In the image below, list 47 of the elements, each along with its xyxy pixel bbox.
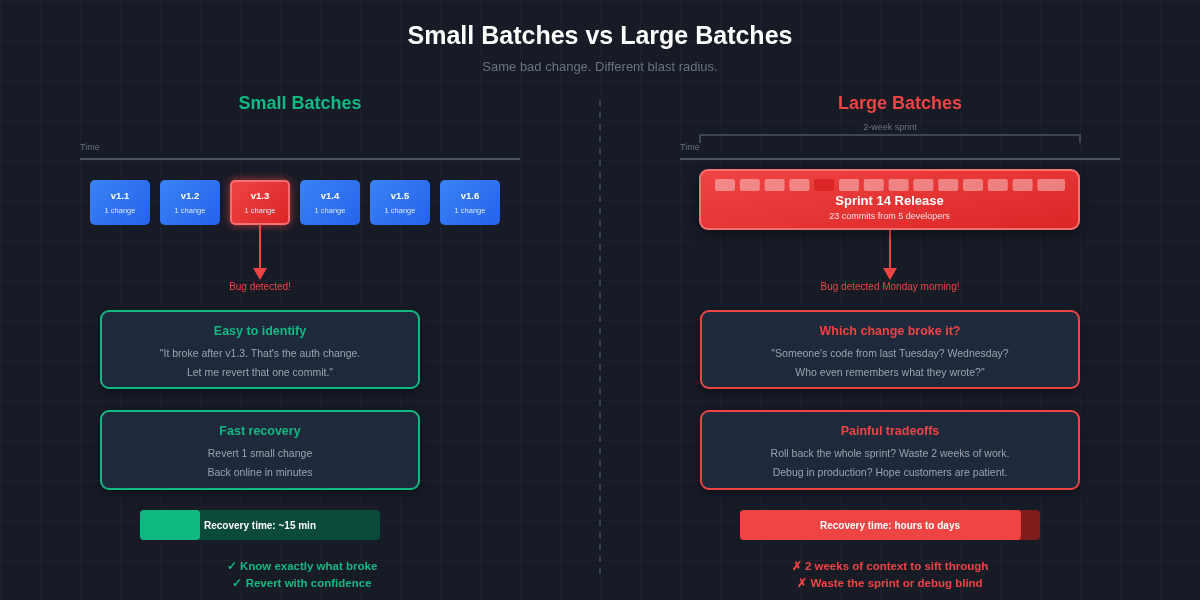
info-card xyxy=(100,310,420,389)
version-label: v1.2 xyxy=(180,189,200,202)
progress-bar xyxy=(140,510,380,540)
benefit-item: ✓ Know exactly what broke xyxy=(226,558,378,574)
drawback-item: ✗ Waste the sprint or debug blind xyxy=(797,575,983,591)
recovery-time-label: Recovery time: ~15 min xyxy=(204,518,316,532)
drawback-item: ✗ 2 weeks of context to sift through xyxy=(791,558,989,574)
recovery-time-label: Recovery time: hours to days xyxy=(820,518,960,532)
version-label: v1.3 xyxy=(250,189,270,202)
card-text: "Someone's code from last Tuesday? Wednesday? Who even remembers what they wrote?" xyxy=(770,346,1010,380)
info-card xyxy=(100,410,420,490)
column-heading: Large Batches xyxy=(837,92,963,114)
release-box xyxy=(699,169,1080,230)
version-box xyxy=(90,180,150,225)
version-label: v1.1 xyxy=(110,189,130,202)
benefit-item: ✓ Revert with confidence xyxy=(232,575,372,591)
axis-label: Time xyxy=(680,141,700,153)
arrow xyxy=(883,229,897,280)
card-heading: Fast recovery xyxy=(219,423,301,439)
version-label: v1.5 xyxy=(390,189,410,202)
version-box xyxy=(160,180,220,225)
card-text: Debug in production? Hope customers are patient. xyxy=(772,465,1008,480)
card-heading: Painful tradeoffs xyxy=(840,423,940,439)
info-card xyxy=(700,410,1080,490)
version-box xyxy=(300,180,360,225)
alert-text: Bug detected Monday morning! xyxy=(820,280,960,293)
card-text: Roll back the whole sprint? Waste 2 weeks of work. xyxy=(770,446,1010,461)
card-text: Revert 1 small change xyxy=(207,446,313,461)
bracket-label: 2-week sprint xyxy=(863,121,917,133)
column-heading: Small Batches xyxy=(238,92,362,114)
diagram-title: Small Batches vs Large Batches xyxy=(407,20,793,50)
release-subtitle: 23 commits from 5 developers xyxy=(829,210,950,222)
card-heading: Which change broke it? xyxy=(819,323,961,339)
card-text: "It broke after v1.3. That's the auth change. Let me revert that one commit." xyxy=(158,346,362,380)
version-box xyxy=(440,180,500,225)
card-heading: Easy to identify xyxy=(213,323,307,339)
alert-text: Bug detected! xyxy=(229,280,291,293)
version-label: v1.6 xyxy=(460,189,480,202)
version-label: v1.4 xyxy=(320,189,340,202)
info-card xyxy=(700,310,1080,389)
card-text: Back online in minutes xyxy=(207,465,313,480)
subtitle: Same bad change. Different blast radius. xyxy=(482,59,718,75)
arrow xyxy=(253,224,267,280)
release-title: Sprint 14 Release xyxy=(835,193,944,209)
highlighted-version-box xyxy=(230,180,290,225)
version-box xyxy=(370,180,430,225)
axis-label: Time xyxy=(80,141,100,153)
